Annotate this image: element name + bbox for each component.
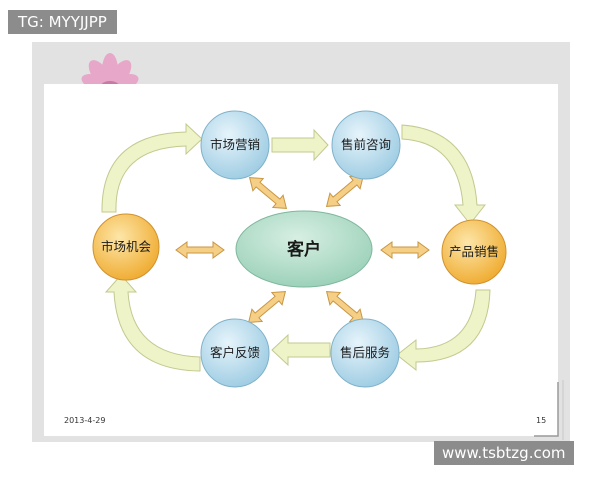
node-label-aftersales-service: 售后服务 — [340, 345, 390, 360]
node-product-sales: 产品销售 — [441, 219, 507, 285]
node-label-presales-consulting: 售前咨询 — [341, 137, 391, 152]
watermark-tg: TG: MYYJJPP — [8, 10, 117, 34]
slide-page-number: 15 — [536, 416, 547, 425]
double-arrow-center-opportunity — [175, 241, 225, 259]
node-customer-feedback: 客户反馈 — [200, 318, 270, 388]
node-market-promotion: 市场营销 — [200, 110, 270, 180]
node-label-market-opportunity: 市场机会 — [101, 239, 152, 254]
arrow-sales-to-aftersales — [396, 289, 491, 372]
arrow-marketing-to-presales — [271, 128, 329, 162]
watermark-website: www.tsbtzg.com — [434, 441, 574, 465]
double-arrow-center-sales — [380, 241, 430, 259]
double-arrow-center-marketing — [248, 177, 288, 209]
double-arrow-center-feedback — [247, 291, 287, 323]
arrow-feedback-to-opportunity — [104, 274, 201, 372]
node-market-opportunity: 市场机会 — [92, 213, 160, 281]
corner-bracket-decoration — [534, 380, 564, 440]
node-aftersales-service: 售后服务 — [330, 318, 400, 388]
node-label-product-sales: 产品销售 — [449, 244, 499, 259]
node-label-customer-feedback: 客户反馈 — [210, 345, 260, 360]
center-label: 客户 — [286, 239, 321, 260]
slide-date: 2013-4-29 — [64, 416, 106, 425]
center-node-customer: 客户 — [235, 210, 373, 288]
double-arrow-center-presales — [325, 175, 365, 207]
arrow-presales-to-sales — [401, 124, 487, 225]
arrow-aftersales-to-feedback — [271, 333, 331, 367]
arrow-opportunity-to-marketing — [101, 122, 203, 213]
node-label-market-promotion: 市场营销 — [210, 137, 260, 152]
double-arrow-center-aftersales — [325, 291, 365, 323]
node-presales-consulting: 售前咨询 — [331, 110, 401, 180]
